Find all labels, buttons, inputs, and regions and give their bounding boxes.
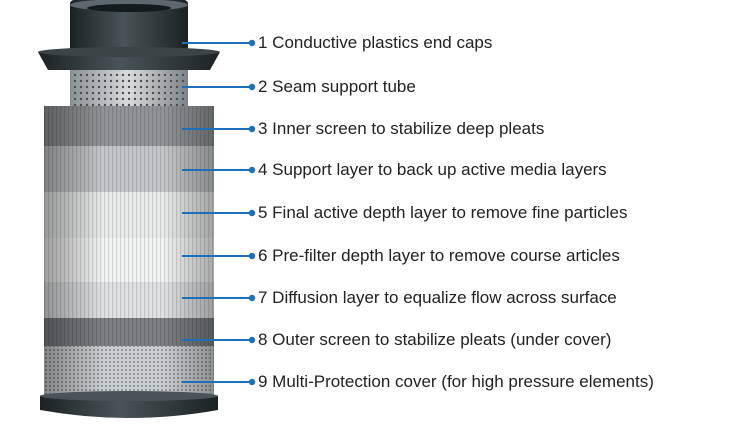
callout-label-7: 7 Diffusion layer to equalize flow acros… — [258, 288, 617, 307]
leader-dot-3 — [248, 125, 256, 133]
seam-support-tube — [70, 70, 188, 106]
callout-label-1: 1 Conductive plastics end caps — [258, 33, 493, 52]
top-end-cap — [38, 0, 220, 70]
callout-label-6: 6 Pre-filter depth layer to remove cours… — [258, 246, 620, 265]
leader-dot-4 — [248, 166, 256, 174]
leader-dot-7 — [248, 294, 256, 302]
callout-label-4: 4 Support layer to back up active media … — [258, 160, 607, 179]
callout-label-9: 9 Multi-Protection cover (for high press… — [258, 372, 654, 391]
leader-dot-6 — [248, 252, 256, 260]
callout-label-8: 8 Outer screen to stabilize pleats (unde… — [258, 330, 612, 349]
leader-lines — [182, 39, 256, 386]
leader-dot-9 — [248, 378, 256, 386]
leader-dot-5 — [248, 209, 256, 217]
callout-label-3: 3 Inner screen to stabilize deep pleats — [258, 119, 545, 138]
leader-dot-1 — [248, 39, 256, 47]
callout-label-2: 2 Seam support tube — [258, 77, 416, 96]
leader-dot-2 — [248, 83, 256, 91]
bottom-end-cap — [40, 391, 218, 418]
filter-layers — [44, 106, 214, 398]
callout-label-5: 5 Final active depth layer to remove fin… — [258, 203, 628, 222]
leader-dot-8 — [248, 336, 256, 344]
